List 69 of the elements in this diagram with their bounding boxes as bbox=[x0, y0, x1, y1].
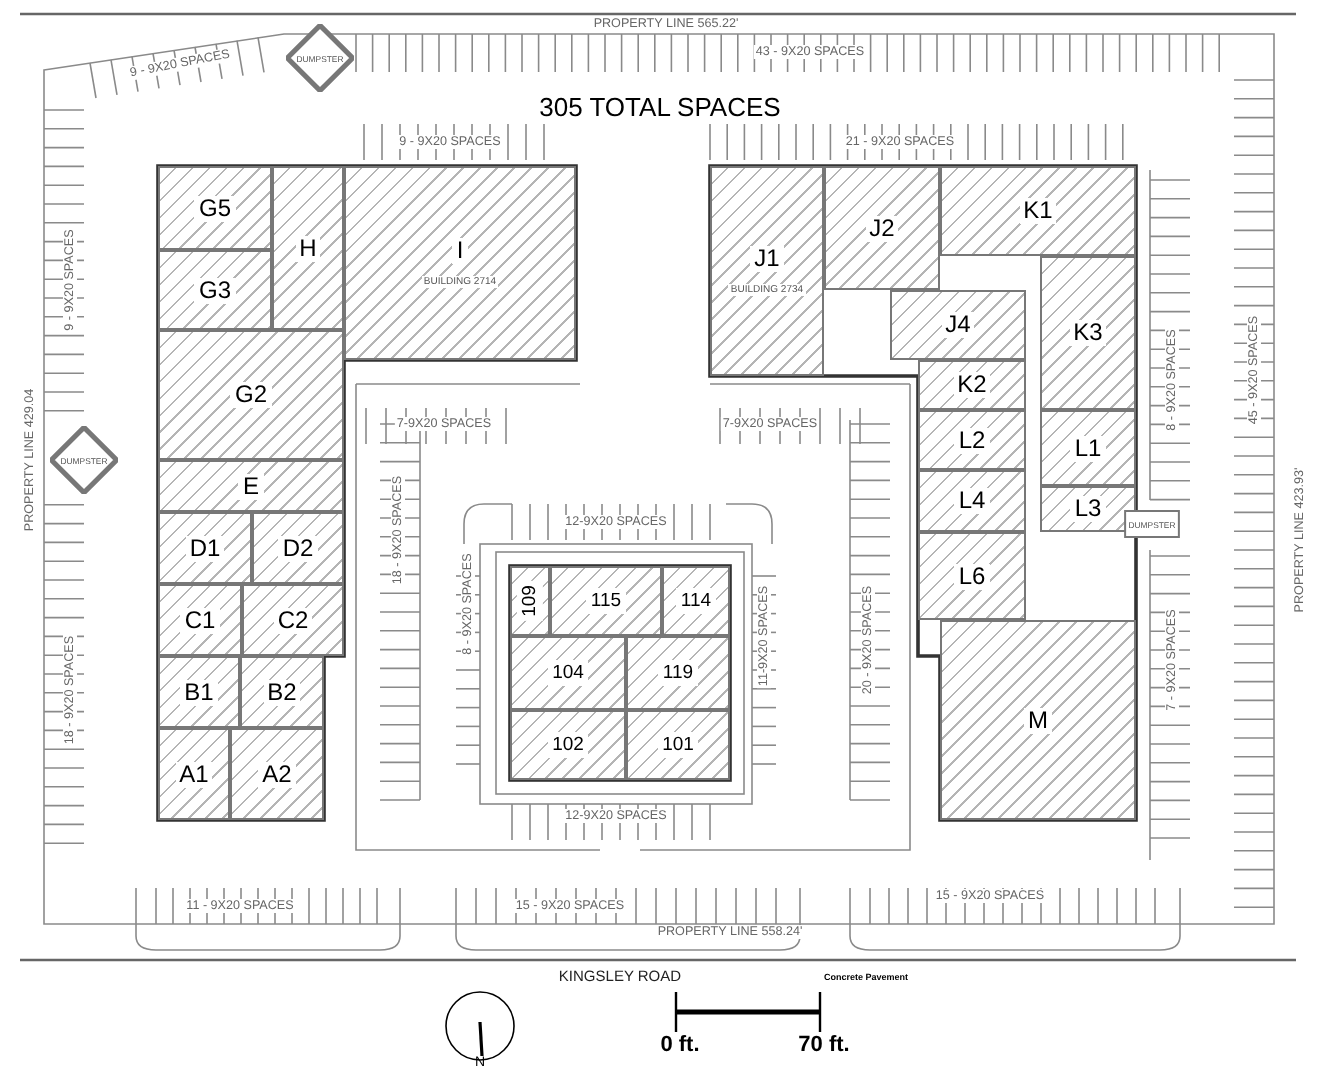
unit-label: A2 bbox=[258, 761, 296, 787]
unit-label: 114 bbox=[676, 588, 716, 614]
unit-label: L4 bbox=[954, 488, 990, 514]
unit-label: C1 bbox=[180, 607, 220, 633]
plan-title: 305 TOTAL SPACES bbox=[539, 92, 781, 122]
tenant-unit bbox=[158, 250, 272, 330]
unit-label: E bbox=[238, 473, 263, 499]
dumpster-symbol bbox=[1124, 510, 1180, 538]
unit-label: 109 bbox=[517, 581, 543, 621]
tenant-unit bbox=[1040, 256, 1136, 410]
tenant-unit bbox=[230, 728, 324, 820]
tenant-unit bbox=[344, 166, 576, 360]
unit-label: L2 bbox=[954, 427, 990, 453]
unit-label: H bbox=[295, 235, 321, 261]
unit-label: 104 bbox=[548, 660, 588, 686]
unit-label: G5 bbox=[194, 195, 235, 221]
tenant-unit bbox=[158, 728, 230, 820]
tenant-unit bbox=[890, 290, 1026, 360]
tenant-unit bbox=[710, 166, 824, 376]
tenant-unit bbox=[940, 166, 1136, 256]
tenant-unit bbox=[158, 584, 242, 656]
unit-label: D1 bbox=[185, 535, 225, 561]
unit-label: C2 bbox=[273, 607, 313, 633]
unit-label: 101 bbox=[658, 732, 698, 758]
tenant-unit bbox=[510, 710, 626, 780]
unit-label: K2 bbox=[953, 372, 991, 398]
tenant-unit bbox=[1040, 410, 1136, 486]
tenant-unit bbox=[158, 512, 252, 584]
tenant-unit bbox=[918, 410, 1026, 470]
tenant-unit bbox=[158, 460, 344, 512]
unit-label: D2 bbox=[278, 535, 318, 561]
unit-label: L1 bbox=[1070, 435, 1106, 461]
unit-label: G2 bbox=[230, 382, 271, 408]
unit-label: J2 bbox=[865, 215, 899, 241]
tenant-unit bbox=[662, 566, 730, 636]
unit-label: A1 bbox=[175, 761, 213, 787]
dumpster-symbol bbox=[286, 24, 354, 92]
unit-label: 115 bbox=[586, 588, 626, 614]
tenant-unit bbox=[510, 566, 550, 636]
tenant-unit bbox=[158, 656, 240, 728]
unit-label: B1 bbox=[180, 679, 218, 705]
tenant-unit bbox=[510, 636, 626, 710]
tenant-unit bbox=[940, 620, 1136, 820]
unit-label: J1 bbox=[750, 246, 784, 272]
unit-label: K3 bbox=[1069, 320, 1107, 346]
tenant-unit bbox=[158, 330, 344, 460]
unit-label: L6 bbox=[954, 563, 990, 589]
tenant-unit bbox=[626, 710, 730, 780]
unit-label: 119 bbox=[658, 660, 698, 686]
dumpster-symbol bbox=[50, 426, 118, 494]
unit-label: B2 bbox=[263, 679, 301, 705]
unit-label: 102 bbox=[548, 732, 588, 758]
unit-label: G3 bbox=[194, 277, 235, 303]
unit-label: I bbox=[452, 238, 468, 264]
unit-label: K1 bbox=[1019, 198, 1057, 224]
tenant-unit bbox=[824, 166, 940, 290]
unit-label: J4 bbox=[941, 312, 975, 338]
tenant-unit bbox=[918, 470, 1026, 532]
tenant-unit bbox=[626, 636, 730, 710]
tenant-unit bbox=[272, 166, 344, 330]
unit-label: L3 bbox=[1070, 496, 1106, 522]
tenant-unit bbox=[252, 512, 344, 584]
tenant-unit bbox=[550, 566, 662, 636]
tenant-unit bbox=[918, 360, 1026, 410]
tenant-unit bbox=[240, 656, 324, 728]
tenant-unit bbox=[158, 166, 272, 250]
tenant-unit bbox=[918, 532, 1026, 620]
unit-label: M bbox=[1024, 707, 1052, 733]
tenant-unit bbox=[242, 584, 344, 656]
